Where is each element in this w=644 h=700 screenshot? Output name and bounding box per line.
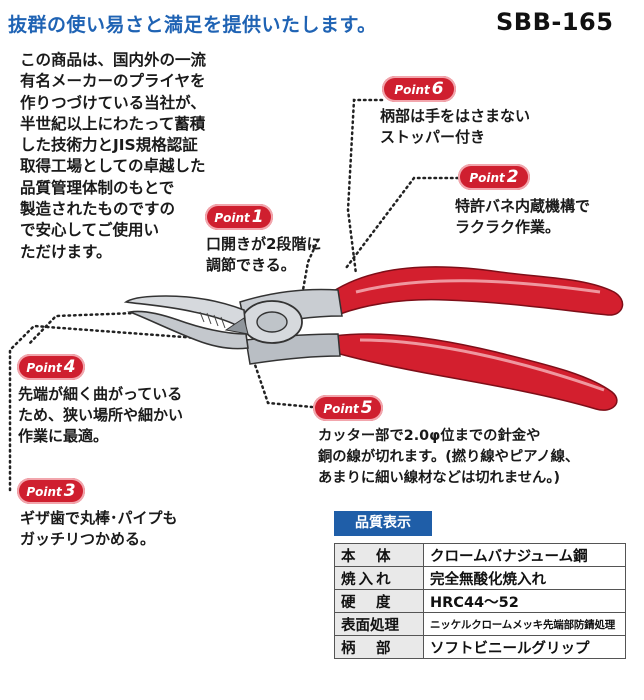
point-6-text: 柄部は手をはさまない ストッパー付き [380, 106, 530, 148]
headline: 抜群の使い易さと満足を提供いたします。 [8, 14, 377, 36]
point-4-line: 作業に最適。 [18, 427, 109, 445]
point-2-text: 特許バネ内蔵機構で ラクラク作業。 [455, 196, 590, 238]
spec-key: 硬 度 [334, 589, 424, 613]
leader-point-5 [248, 348, 314, 409]
intro-line: 製造されたものですの [20, 200, 176, 219]
leader-point-4 [26, 311, 138, 347]
point-6-line: ストッパー付き [380, 128, 486, 146]
point-3-line: ギザ歯で丸棒･パイプも [20, 509, 178, 527]
intro-line: 作りつづけている当社が、 [20, 93, 206, 112]
point-3-text: ギザ歯で丸棒･パイプも ガッチリつかめる。 [20, 508, 178, 550]
point-5-line: 銅の線が切れます。(撚り線やピアノ線、 [318, 449, 580, 465]
spec-value: HRC44〜52 [423, 589, 626, 613]
spec-table: 本 体 クロームバナジューム鋼 焼入れ 完全無酸化焼入れ 硬 度 HRC44〜5… [334, 543, 626, 659]
point-4-line: 先端が細く曲がっている [18, 385, 183, 403]
spec-key: 焼入れ [334, 566, 424, 590]
point-4-line: ため、狭い場所や細かい [18, 406, 184, 424]
intro-line: ただけます。 [20, 242, 112, 261]
lower-grip [333, 333, 618, 411]
intro-paragraph: この商品は、国内外の一流 有名メーカーのプライヤを 作りつづけている当社が、 半… [20, 50, 260, 263]
leader-point-2 [344, 176, 460, 270]
lower-jaw [126, 310, 249, 350]
intro-line: 半世紀以上にわたって蓄積 [20, 114, 206, 133]
point-5-text: カッター部で2.0φ位までの針金や 銅の線が切れます。(撚り線やピアノ線、 あま… [318, 426, 579, 489]
table-row: 柄 部 ソフトビニールグリップ [334, 635, 626, 659]
table-row: 表面処理 ニッケルクロームメッキ先端部防錆処理 [334, 612, 626, 636]
spec-value: 完全無酸化焼入れ [423, 566, 626, 590]
intro-line: 品質管理体制のもとで [20, 178, 175, 197]
spec-value: ソフトビニールグリップ [423, 635, 626, 659]
point-5-line: あまりに細い線材などは切れません。) [318, 470, 561, 486]
intro-line: 取得工場としての卓越した [20, 157, 206, 176]
table-row: 本 体 クロームバナジューム鋼 [334, 543, 626, 567]
intro-line: で安心してご使用い [20, 221, 160, 240]
leader-point-1 [301, 238, 320, 292]
spec-key: 本 体 [334, 543, 424, 567]
point-2-line: ラクラク作業。 [455, 218, 561, 236]
spec-key: 表面処理 [334, 612, 424, 636]
spec-key: 柄 部 [334, 635, 424, 659]
leader-point-6 [346, 98, 384, 276]
point-4-text: 先端が細く曲がっている ため、狭い場所や細かい 作業に最適。 [18, 384, 183, 447]
point-2-line: 特許バネ内蔵機構で [455, 197, 591, 215]
upper-grip [331, 266, 624, 316]
point-6-line: 柄部は手をはさまない [380, 107, 531, 125]
table-row: 焼入れ 完全無酸化焼入れ [334, 566, 626, 590]
leader-lines [8, 98, 460, 494]
leader-point-3 [8, 324, 226, 494]
spec-title: 品質表示 [334, 511, 432, 536]
intro-line: 有名メーカーのプライヤを [20, 72, 206, 91]
point-1-text: 口開きが2段階に 調節できる。 [206, 234, 321, 276]
intro-line: した技術力とJIS規格認証 [20, 136, 198, 155]
table-row: 硬 度 HRC44〜52 [334, 589, 626, 613]
point-1-line: 口開きが2段階に [206, 235, 322, 253]
point-5-line: カッター部で2.0φ位までの針金や [318, 428, 541, 444]
spec-value: ニッケルクロームメッキ先端部防錆処理 [423, 612, 626, 636]
point-1-line: 調節できる。 [206, 256, 296, 274]
cutter [224, 317, 249, 335]
intro-line: この商品は、国内外の一流 [20, 51, 207, 69]
model-number: SBB-165 [496, 8, 614, 36]
serrated-teeth [199, 311, 226, 329]
spec-value: クロームバナジューム鋼 [423, 543, 626, 567]
point-3-line: ガッチリつかめる。 [20, 530, 156, 548]
